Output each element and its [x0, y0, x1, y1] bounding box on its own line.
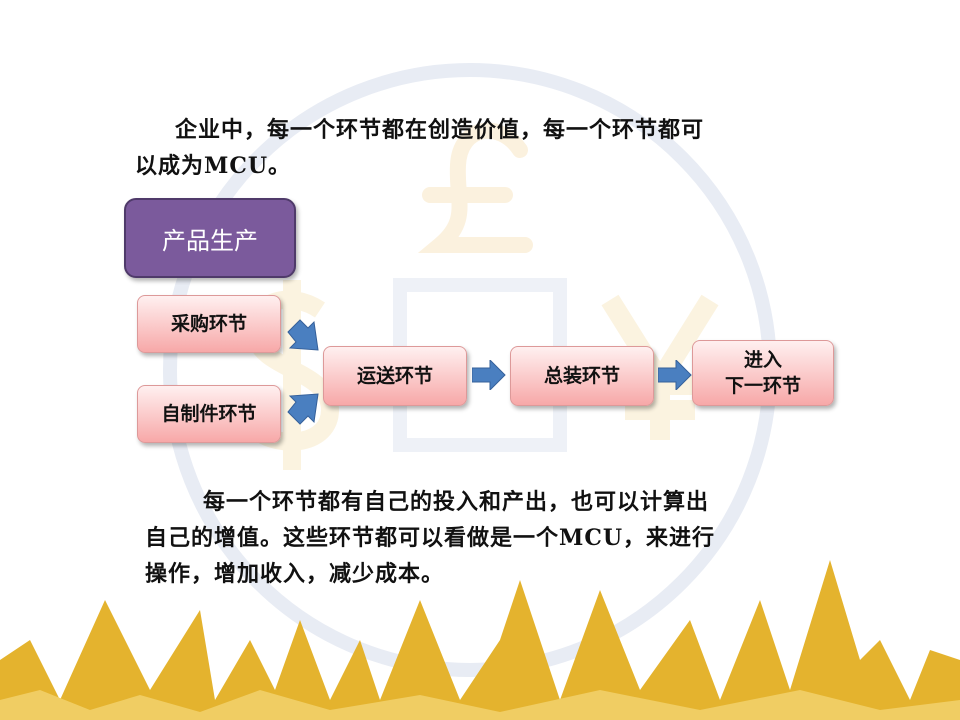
arrow-assembly-to-next-icon [658, 360, 692, 390]
node-self-made: 自制件环节 [137, 385, 281, 443]
intro-line-2: 以成为MCU。 [135, 153, 292, 179]
node-assembly: 总装环节 [510, 346, 654, 406]
node-transport: 运送环节 [323, 346, 467, 406]
intro-line-1: 企业中，每一个环节都在创造价值，每一个环节都可 [175, 117, 705, 143]
summary-line-3: 操作，增加收入，减少成本。 [145, 561, 445, 587]
node-next: 进入 下一环节 [692, 340, 834, 406]
node-next-line-1: 进入 [743, 349, 782, 371]
gold-mountains [0, 560, 960, 720]
arrow-selfmade-to-transport-icon [287, 393, 319, 425]
node-next-line-2: 下一环节 [724, 375, 801, 397]
diagram-title-box: 产品生产 [124, 198, 296, 278]
arrow-transport-to-assembly-icon [472, 360, 506, 390]
watermark-pound-icon [417, 122, 533, 253]
node-purchase: 采购环节 [137, 295, 281, 353]
intro-paragraph: 企业中，每一个环节都在创造价值，每一个环节都可 以成为MCU。 [135, 112, 835, 184]
gold-mountains-light [0, 690, 960, 720]
summary-line-1: 每一个环节都有自己的投入和产出，也可以计算出 [203, 489, 710, 515]
summary-paragraph: 每一个环节都有自己的投入和产出，也可以计算出 自己的增值。这些环节都可以看做是一… [145, 484, 845, 592]
summary-line-2: 自己的增值。这些环节都可以看做是一个MCU，来进行 [145, 525, 716, 551]
arrow-purchase-to-transport-icon [287, 319, 319, 351]
